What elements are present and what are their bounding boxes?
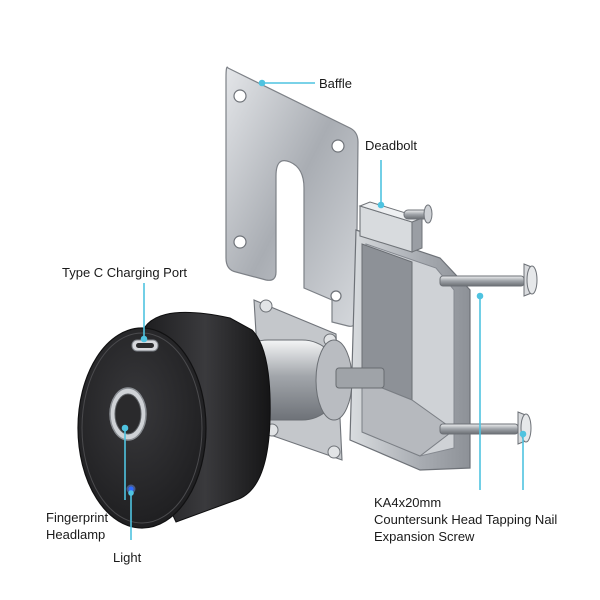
label-fingerprint-headlamp: Fingerprint Headlamp [46, 509, 108, 543]
leader-dot-deadbolt [377, 201, 385, 209]
usb-c-port-icon [131, 339, 159, 352]
leader-dot-screw-top [476, 292, 484, 300]
label-baffle: Baffle [319, 76, 353, 91]
leader-dot-fingerprint [121, 424, 129, 432]
label-charging-port: Type C Charging Port [62, 265, 188, 280]
label-light: Light [113, 550, 142, 565]
label-fingerprint-line2: Headlamp [46, 527, 106, 542]
label-screw-line3: Expansion Screw [374, 529, 475, 544]
blue-led-icon [126, 484, 136, 494]
label-screw-line2: Countersunk Head Tapping Nail [374, 512, 558, 527]
leader-dot-baffle [258, 79, 266, 87]
leader-lines [121, 79, 527, 540]
label-screw-spec: KA4x20mm Countersunk Head Tapping Nail E… [374, 494, 557, 545]
label-screw-line1: KA4x20mm [374, 495, 442, 510]
label-deadbolt: Deadbolt [365, 138, 418, 153]
leader-dot-screw-bottom [519, 430, 527, 438]
lock-body [77, 311, 271, 529]
deadbolt-part [358, 201, 433, 253]
expansion-screw-top [439, 263, 538, 297]
leader-dot-light [128, 490, 134, 496]
fingerprint-ring-icon [109, 387, 147, 441]
label-fingerprint-line1: Fingerprint [46, 510, 109, 525]
strike-housing [349, 229, 471, 471]
leader-dot-charging-port [140, 335, 148, 343]
baffle-plate [225, 66, 359, 327]
